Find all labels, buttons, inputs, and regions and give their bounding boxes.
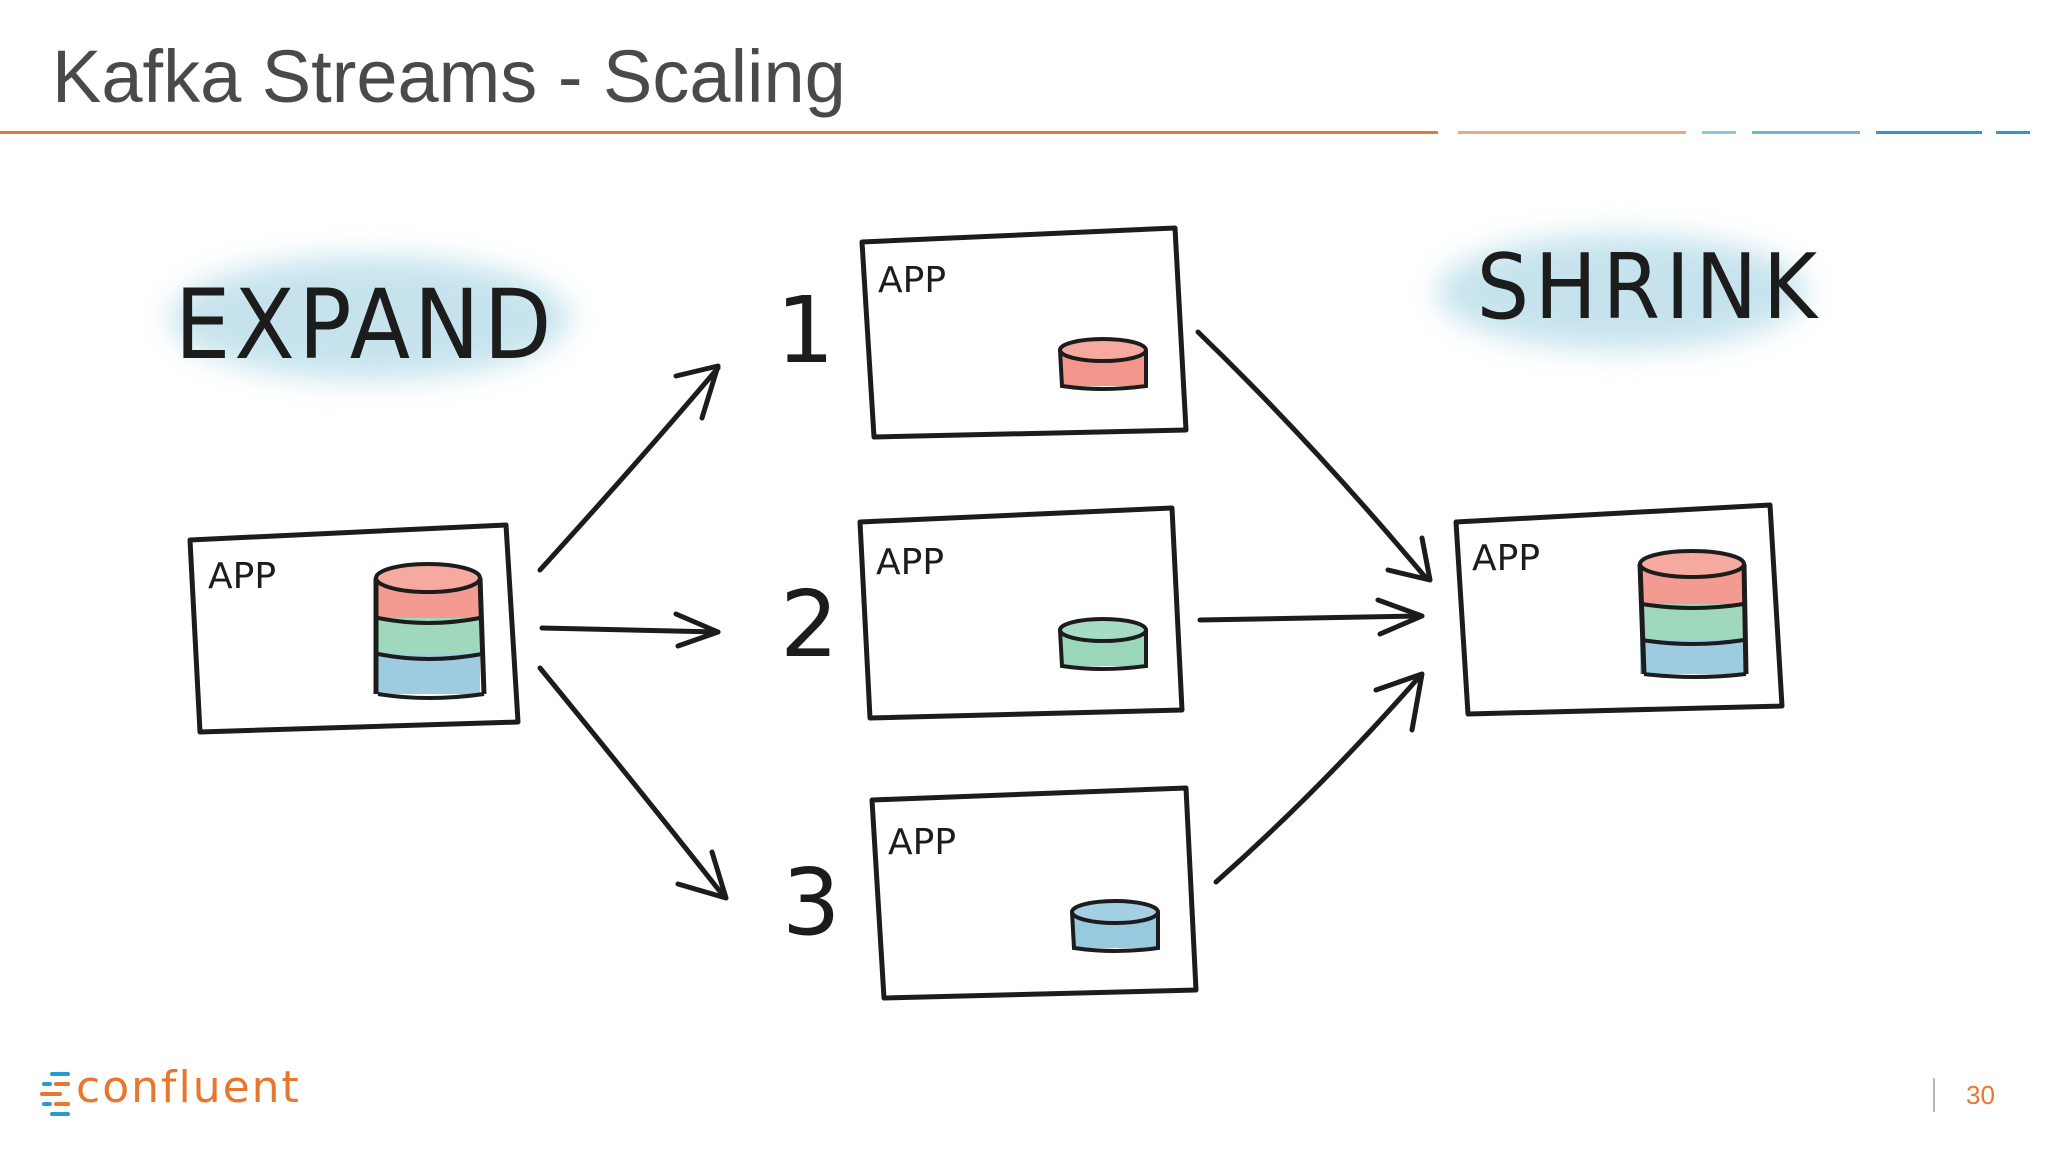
title-divider-segment bbox=[1876, 131, 1982, 134]
page-number-divider bbox=[1933, 1078, 1935, 1112]
title-divider-segment bbox=[1458, 131, 1686, 134]
page-number: 30 bbox=[1966, 1080, 1995, 1110]
app-box-3: APP bbox=[869, 785, 1199, 1001]
title-divider-segment bbox=[1996, 131, 2030, 134]
confluent-wordmark: confluent bbox=[76, 1062, 301, 1113]
app-label: APP bbox=[876, 542, 944, 583]
arrow-expand-2 bbox=[539, 611, 721, 649]
title-divider bbox=[0, 131, 1438, 134]
expand-label: EXPAND bbox=[175, 268, 555, 380]
partition-red bbox=[1058, 337, 1148, 391]
shrink-label: SHRINK bbox=[1477, 236, 1823, 340]
arrow-shrink-2 bbox=[1197, 597, 1425, 637]
partition-green bbox=[1058, 617, 1148, 671]
step-label-3: 3 bbox=[782, 849, 841, 956]
step-label-2: 2 bbox=[780, 571, 839, 678]
app-box-result: APP bbox=[1453, 502, 1785, 717]
expand-label-group: EXPAND bbox=[170, 256, 570, 381]
slide-title: Kafka Streams - Scaling bbox=[52, 35, 846, 118]
app-label: APP bbox=[878, 260, 946, 301]
title-divider-segment bbox=[1752, 131, 1860, 134]
arrow-expand-3 bbox=[537, 665, 729, 901]
title-divider-segment bbox=[1702, 131, 1736, 134]
confluent-logo-icon bbox=[40, 1072, 70, 1116]
app-label: APP bbox=[1472, 538, 1540, 579]
confluent-logo: confluent bbox=[40, 1062, 320, 1122]
arrow-shrink-1 bbox=[1195, 329, 1433, 583]
app-box-source: APP bbox=[187, 522, 521, 735]
app-box-2: APP bbox=[857, 505, 1185, 721]
partition-blue bbox=[1070, 899, 1160, 953]
app-label: APP bbox=[888, 822, 956, 863]
arrow-shrink-3 bbox=[1213, 671, 1425, 885]
arrow-expand-1 bbox=[537, 363, 721, 573]
partition-stack bbox=[1637, 549, 1749, 679]
step-label-1: 1 bbox=[776, 277, 835, 384]
partition-stack bbox=[373, 562, 487, 700]
app-box-1: APP bbox=[859, 225, 1189, 440]
shrink-label-group: SHRINK bbox=[1437, 234, 1823, 350]
app-label: APP bbox=[208, 556, 276, 597]
